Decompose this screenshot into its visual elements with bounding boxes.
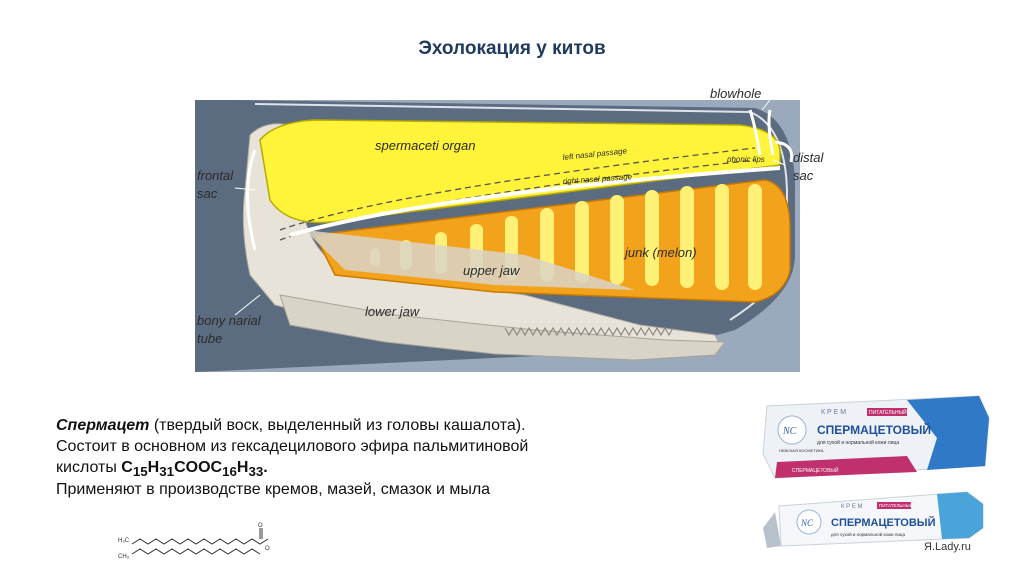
box-logo: NC bbox=[782, 426, 797, 437]
molecule-o-top: O bbox=[258, 523, 263, 529]
box-ribbon: ПИТАТЕЛЬНЫЙ bbox=[869, 408, 907, 416]
label-frontal-sac: sac bbox=[197, 186, 218, 201]
chemical-formula: C15H31COOC16H33. bbox=[121, 459, 267, 476]
box-product-name: СПЕРМАЦЕТОВЫЙ bbox=[817, 422, 931, 437]
tube-ribbon: ПИТАТЕЛЬНЫЙ bbox=[879, 501, 913, 508]
tube-subtitle: для сухой и нормальной кожи лица bbox=[831, 531, 905, 537]
box-cream-label: К Р Е М bbox=[821, 409, 846, 416]
label-lower-jaw: lower jaw bbox=[365, 304, 421, 319]
box-brand-line: НЕВСКАЯ КОСМЕТИКА bbox=[779, 448, 824, 453]
tube-product-name: СПЕРМАЦЕТОВЫЙ bbox=[831, 516, 936, 529]
line3-prefix: кислоты bbox=[56, 459, 121, 476]
description-line-1: Спермацет (твердый воск, выделенный из г… bbox=[56, 416, 736, 437]
box-side-name: СПЕРМАЦЕТОВЫЙ bbox=[792, 466, 839, 474]
tube-cream-label: К Р Е М bbox=[841, 504, 863, 510]
cream-product-image: NC НЕВСКАЯ КОСМЕТИКА К Р Е М ПИТАТЕЛЬНЫЙ… bbox=[757, 388, 997, 566]
label-blowhole: blowhole bbox=[710, 86, 761, 101]
cream-tube: NC К Р Е М ПИТАТЕЛЬНЫЙ СПЕРМАЦЕТОВЫЙ для… bbox=[763, 492, 983, 548]
molecule-left-label: H₃C bbox=[118, 538, 130, 544]
description-line-2: Состоит в основном из гексадецилового эф… bbox=[56, 437, 736, 458]
box-subtitle: для сухой и нормальной кожи лица bbox=[817, 439, 899, 446]
molecule-structure: H₃C CH₃ O O bbox=[118, 520, 278, 564]
whale-head-diagram: blowhole spermaceti organ left nasal pas… bbox=[195, 80, 835, 372]
tube-logo: NC bbox=[800, 518, 814, 528]
label-junk-melon: junk (melon) bbox=[623, 245, 697, 260]
molecule-right-label: CH₃ bbox=[118, 554, 130, 560]
description-line-4: Применяют в производстве кремов, мазей, … bbox=[56, 480, 736, 501]
term-definition: (твердый воск, выделенный из головы каша… bbox=[149, 417, 525, 434]
term-spermaceti: Спермацет bbox=[56, 417, 149, 434]
description-text: Спермацет (твердый воск, выделенный из г… bbox=[56, 416, 736, 501]
label-bony-narial-tube: tube bbox=[197, 331, 222, 346]
label-upper-jaw: upper jaw bbox=[463, 263, 521, 278]
page-title: Эхолокация у китов bbox=[0, 38, 1024, 60]
image-credit: Я.Lady.ru bbox=[924, 541, 971, 553]
label-phonic-lips: phonic lips bbox=[726, 155, 765, 164]
molecule-o-mid: O bbox=[265, 546, 270, 552]
label-bony-narial: bony narial bbox=[197, 313, 262, 328]
cream-box: NC НЕВСКАЯ КОСМЕТИКА К Р Е М ПИТАТЕЛЬНЫЙ… bbox=[763, 396, 989, 478]
label-frontal: frontal bbox=[197, 168, 234, 183]
label-distal: distal bbox=[793, 150, 824, 165]
label-spermaceti-organ: spermaceti organ bbox=[375, 138, 475, 153]
description-line-3: кислоты C15H31COOC16H33. bbox=[56, 458, 736, 481]
label-distal-sac: sac bbox=[793, 168, 814, 183]
